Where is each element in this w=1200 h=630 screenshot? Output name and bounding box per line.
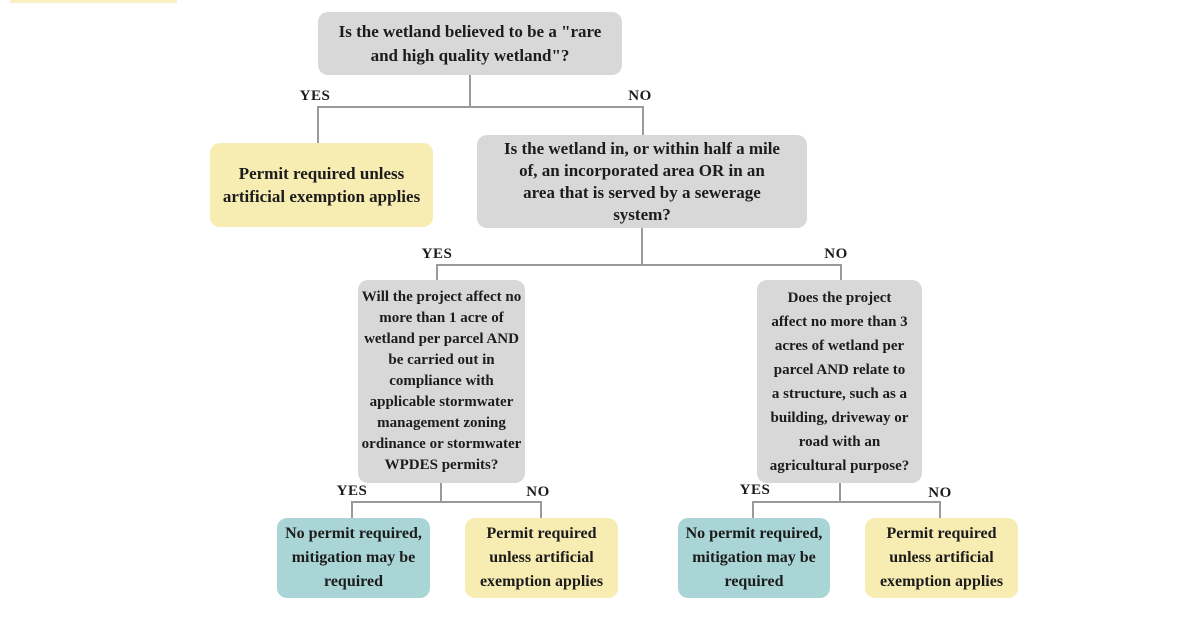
branch-label-no: NO xyxy=(928,485,952,501)
connector xyxy=(317,106,644,108)
node-question-one-acre-stormwater: Will the project affect no more than 1 a… xyxy=(358,280,525,483)
node-question-three-acres-structure: Does the project affect no more than 3 a… xyxy=(757,280,922,483)
branch-label-no: NO xyxy=(628,88,652,104)
branch-label-yes: YES xyxy=(421,246,453,262)
connector xyxy=(642,106,644,135)
connector xyxy=(469,75,471,108)
connector xyxy=(440,483,442,503)
node-result-no-permit-left: No permit required, mitigation may be re… xyxy=(277,518,430,598)
connector xyxy=(317,106,319,143)
connector xyxy=(752,501,754,518)
connector xyxy=(840,264,842,280)
connector xyxy=(436,264,842,266)
branch-label-no: NO xyxy=(526,484,550,500)
node-result-permit-required-right: Permit required unless artificial exempt… xyxy=(865,518,1018,598)
node-result-permit-required-left: Permit required unless artificial exempt… xyxy=(465,518,618,598)
connector xyxy=(540,501,542,518)
branch-label-yes: YES xyxy=(336,483,368,499)
node-question-rare-wetland: Is the wetland believed to be a "rare an… xyxy=(318,12,622,75)
connector xyxy=(939,501,941,518)
branch-label-yes: YES xyxy=(299,88,331,104)
connector xyxy=(752,501,941,503)
connector xyxy=(436,264,438,280)
connector xyxy=(351,501,542,503)
cutoff-yellow-box-edge xyxy=(10,0,177,3)
branch-label-no: NO xyxy=(824,246,848,262)
connector xyxy=(839,483,841,503)
branch-label-yes: YES xyxy=(739,482,771,498)
connector xyxy=(351,501,353,518)
connector xyxy=(641,228,643,266)
node-result-permit-required-top: Permit required unless artificial exempt… xyxy=(210,143,433,227)
node-result-no-permit-right: No permit required, mitigation may be re… xyxy=(678,518,830,598)
node-question-incorporated-area: Is the wetland in, or within half a mile… xyxy=(477,135,807,228)
